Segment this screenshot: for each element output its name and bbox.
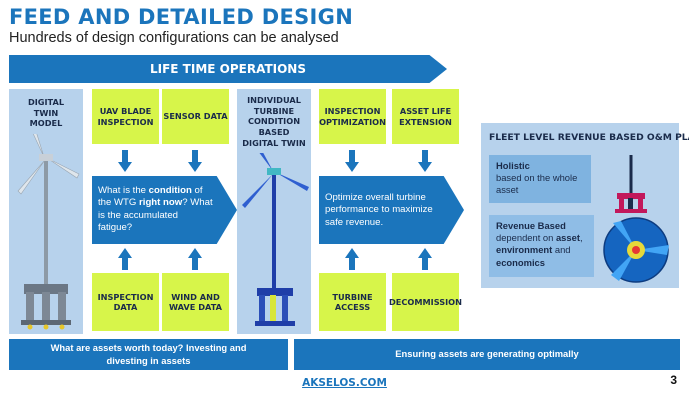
revenue-text: dependent on [496, 232, 556, 244]
decommission-box: DECOMMISSION [389, 273, 462, 331]
condition-emphasis: condition [148, 185, 192, 196]
inspection-optimization-box: INSPECTION OPTIMIZATION [319, 89, 386, 144]
fleet-panel-title: FLEET LEVEL REVENUE BASED O&M PLAN [489, 132, 689, 143]
asset-emphasis: asset [555, 232, 580, 244]
optimize-text: Optimize overall turbine performance to … [325, 192, 433, 228]
environment-emphasis: environment [496, 244, 553, 256]
page-title: FEED AND DETAILED DESIGN [9, 5, 354, 29]
uav-blade-inspection-box: UAV BLADE INSPECTION [92, 89, 159, 144]
individual-turbine-column: INDIVIDUAL TURBINE CONDITION BASED DIGIT… [237, 89, 311, 334]
fleet-level-panel: FLEET LEVEL REVENUE BASED O&M PLAN Holis… [481, 123, 689, 288]
wind-and-wave-data-label: WIND AND WAVE DATA [168, 291, 222, 312]
generating-optimally-bar: Ensuring assets are generating optimally [294, 339, 680, 370]
arrow-down-icon [118, 150, 132, 172]
turbine-access-box: TURBINE ACCESS [319, 273, 386, 331]
sensor-data-label: SENSOR DATA [163, 111, 228, 122]
sensor-data-box: SENSOR DATA [162, 89, 229, 144]
rotor-stress-map-icon [603, 217, 669, 283]
right-now-emphasis: right now [139, 197, 183, 209]
condition-question-arrow: What is the condition of the WTG right n… [92, 176, 237, 244]
arrow-down-icon [418, 150, 432, 172]
optimize-performance-arrow: Optimize overall turbine performance to … [319, 176, 464, 244]
revenue-text: and [552, 244, 571, 256]
arrow-down-icon [188, 150, 202, 172]
akselos-link[interactable]: AKSELOS.COM [302, 377, 387, 389]
inspection-optimization-label: INSPECTION OPTIMIZATION [319, 106, 386, 127]
arrow-down-icon [345, 150, 359, 172]
arrow-up-icon [188, 248, 202, 270]
asset-value-text: What are assets worth today? Investing a… [50, 342, 247, 366]
asset-life-extension-label: ASSET LIFE EXTENSION [399, 106, 452, 127]
inspection-data-label: INSPECTION DATA [97, 291, 154, 312]
arrow-text: ? What is the accumulated fatigue? [98, 197, 213, 234]
arrow-up-icon [118, 248, 132, 270]
holistic-box: Holistic based on the whole asset [489, 155, 591, 203]
uav-blade-inspection-label: UAV BLADE INSPECTION [97, 106, 154, 127]
generating-optimally-text: Ensuring assets are generating optimally [395, 348, 579, 360]
holistic-heading: Holistic [496, 160, 530, 171]
holistic-text: based on the whole asset [496, 172, 578, 196]
page-number: 3 [670, 373, 677, 387]
arrow-up-icon [418, 248, 432, 270]
individual-turbine-title: INDIVIDUAL TURBINE CONDITION BASED DIGIT… [242, 95, 306, 148]
arrow-up-icon [345, 248, 359, 270]
revenue-heading: Revenue Based [496, 220, 566, 231]
decommission-label: DECOMMISSION [389, 296, 462, 307]
arrow-text: What is the [98, 185, 149, 196]
wind-and-wave-data-box: WIND AND WAVE DATA [162, 273, 229, 331]
floating-platform-icon [615, 155, 647, 213]
turbine-stress-model-image [242, 153, 309, 326]
digital-twin-model-title: DIGITAL TWIN MODEL [27, 97, 65, 129]
asset-life-extension-box: ASSET LIFE EXTENSION [392, 89, 459, 144]
page-subtitle: Hundreds of design configurations can be… [9, 30, 339, 46]
turbine-access-label: TURBINE ACCESS [332, 291, 373, 312]
asset-value-bar: What are assets worth today? Investing a… [9, 339, 288, 370]
arrow-text: of the WTG [98, 185, 203, 209]
inspection-data-box: INSPECTION DATA [92, 273, 159, 331]
life-time-operations-banner: LIFE TIME OPERATIONS [9, 55, 447, 83]
revenue-based-box: Revenue Based dependent on asset, enviro… [489, 215, 594, 277]
wind-turbine-model-image [17, 134, 80, 330]
economics-emphasis: economics [496, 256, 545, 268]
revenue-text: , [579, 232, 583, 244]
banner-label: LIFE TIME OPERATIONS [150, 62, 306, 76]
digital-twin-model-column: DIGITAL TWIN MODEL [9, 89, 83, 334]
